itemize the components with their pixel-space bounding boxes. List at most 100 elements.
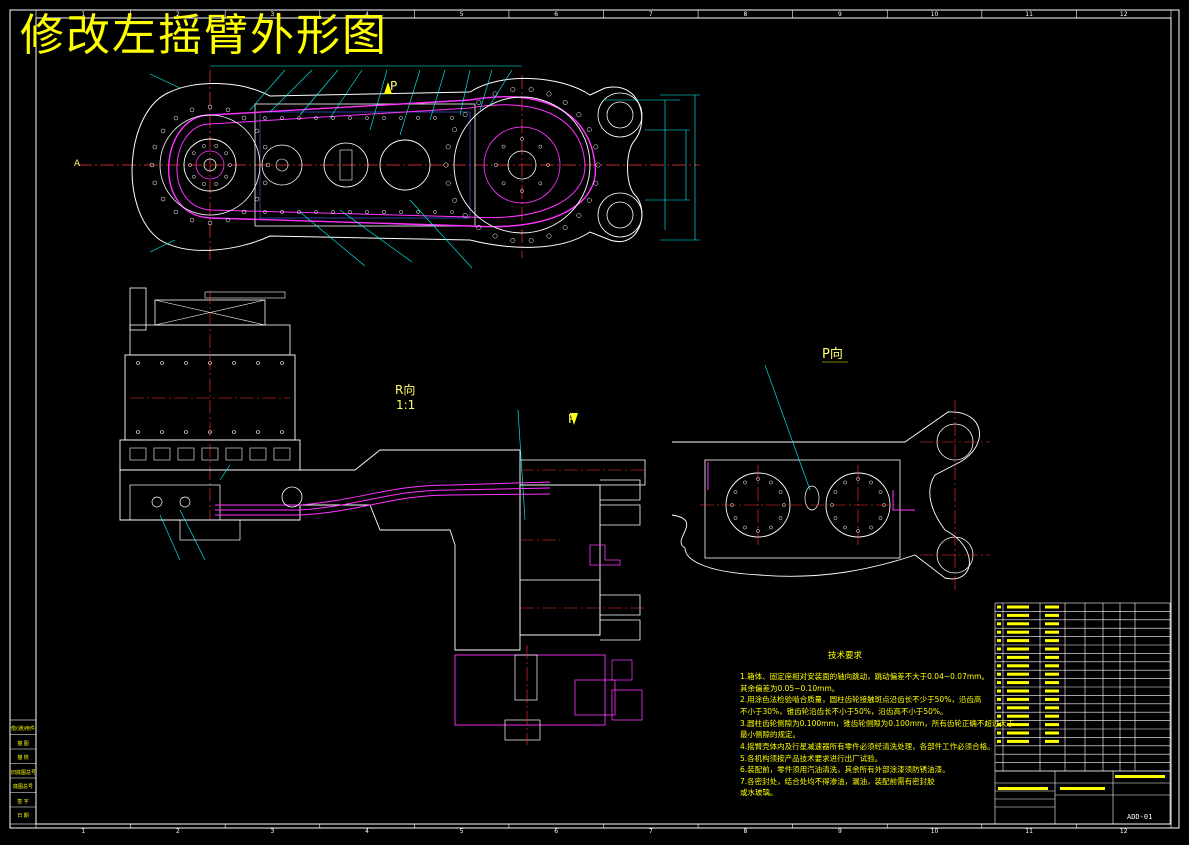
p-view-label: P向: [822, 347, 843, 362]
bom-cell-text: [997, 681, 1001, 685]
zone-number: 9: [838, 828, 842, 835]
bom-cell-text: [1007, 706, 1029, 710]
drawing-title: 修改左摇臂外形图: [20, 10, 388, 61]
bolt-hole: [189, 217, 195, 223]
bolt-hole: [382, 210, 386, 214]
tech-note: 5.各机构须按产品技术要求进行出厂试验。: [740, 753, 883, 763]
bolt-hole: [843, 525, 847, 530]
bom-cell-text: [997, 697, 1001, 701]
bolt-hole: [538, 144, 543, 149]
bolt-hole: [348, 210, 352, 214]
bolt-hole: [241, 115, 247, 121]
bolt-hole: [492, 91, 498, 97]
tech-note: 6.装配前，零件须用汽油清洗，其余所有外部涂漆须防锈油漆。: [740, 765, 950, 775]
bolt-hole: [160, 361, 164, 365]
bolt-hole: [878, 490, 883, 494]
bolt-hole: [562, 100, 568, 105]
bolt-hole: [452, 197, 458, 203]
zone-number: 8: [743, 828, 748, 835]
bolt-hole: [445, 144, 451, 150]
bolt-hole: [416, 116, 420, 120]
bolt-hole: [843, 480, 847, 485]
bolt-hole: [450, 116, 454, 120]
bolt-hole: [869, 480, 873, 485]
bolt-hole: [782, 503, 786, 507]
side-p-arrow-label: P: [568, 412, 576, 426]
section-mark-a: A: [74, 159, 81, 169]
title-block-frame: [994, 770, 1171, 825]
bom-cell-text: [997, 731, 1001, 735]
tech-note: 或水玻璃。: [740, 788, 778, 798]
bom-cell-text: [1007, 647, 1029, 651]
bom-cell-text: [1045, 630, 1059, 634]
bolt-hole: [399, 116, 403, 120]
bolt-hole: [586, 127, 592, 133]
bolt-hole: [265, 162, 271, 168]
bolt-hole: [433, 116, 437, 120]
bolt-hole: [538, 181, 543, 186]
bom-cell-text: [1007, 664, 1029, 668]
title-block-text: [998, 787, 1048, 790]
bolt-hole: [214, 144, 219, 148]
bom-cell-text: [1045, 605, 1059, 609]
bolt-hole: [297, 210, 301, 214]
bolt-hole: [207, 220, 213, 226]
bolt-hole: [733, 490, 738, 494]
bolt-hole: [184, 430, 188, 434]
bolt-hole: [191, 151, 196, 156]
bolt-hole: [462, 112, 468, 118]
bolt-hole: [314, 210, 318, 214]
bolt-hole: [331, 210, 335, 214]
zone-number: 6: [554, 828, 559, 835]
bolt-hole: [743, 480, 747, 485]
bolt-hole: [254, 128, 260, 134]
bolt-hole: [476, 225, 482, 230]
bolt-hole: [869, 525, 873, 530]
bom-cell-text: [1007, 714, 1029, 718]
zone-number: 2: [175, 11, 180, 18]
bolt-hole: [201, 182, 206, 186]
bolt-hole: [152, 180, 158, 186]
bolt-hole: [331, 116, 335, 120]
bom-cell-text: [997, 664, 1001, 668]
bolt-hole: [520, 137, 524, 141]
bolt-hole: [152, 144, 158, 150]
bom-cell-text: [1045, 664, 1059, 668]
bolt-hole: [184, 361, 188, 365]
bolt-hole: [188, 163, 192, 167]
bolt-hole: [520, 189, 524, 193]
bolt-hole: [445, 180, 451, 186]
bom-cell-text: [1045, 714, 1059, 718]
zone-number: 1: [81, 11, 86, 18]
bolt-hole: [528, 87, 534, 93]
r-view-label: R向: [395, 383, 416, 397]
bolt-hole: [207, 104, 213, 110]
bolt-hole: [399, 210, 403, 214]
bom-cell-text: [997, 714, 1001, 718]
bolt-hole: [743, 525, 747, 530]
side-label: 日 期: [17, 813, 29, 819]
bolt-hole: [878, 516, 883, 520]
title-block-text: [1060, 787, 1105, 790]
motor-slot: [153, 447, 171, 461]
bolt-hole: [833, 490, 838, 494]
zone-number: 9: [838, 11, 842, 18]
bolt-hole: [160, 196, 166, 202]
zone-number: 12: [1119, 828, 1128, 835]
bolt-hole: [256, 361, 260, 365]
tech-note: 7.各密封处，结合处均不得渗油，漏油，装配前需有密封胶: [740, 776, 935, 786]
bom-cell-text: [1007, 605, 1029, 609]
bolt-hole: [224, 174, 229, 179]
tech-note: 1.箱体、固定座相对安装面的轴向跳动，跳动偏差不大于0.04~0.07mm。: [740, 672, 989, 682]
plan-bolt-holes: [149, 87, 601, 243]
bom-cell-text: [1007, 739, 1029, 743]
side-label: 描 图: [17, 740, 29, 747]
bolt-hole: [494, 163, 498, 167]
zone-number: 11: [1025, 828, 1033, 835]
bolt-hole: [262, 180, 268, 186]
bom-cell-text: [1007, 723, 1029, 727]
bolt-hole: [510, 237, 516, 243]
bolt-hole: [225, 107, 231, 113]
